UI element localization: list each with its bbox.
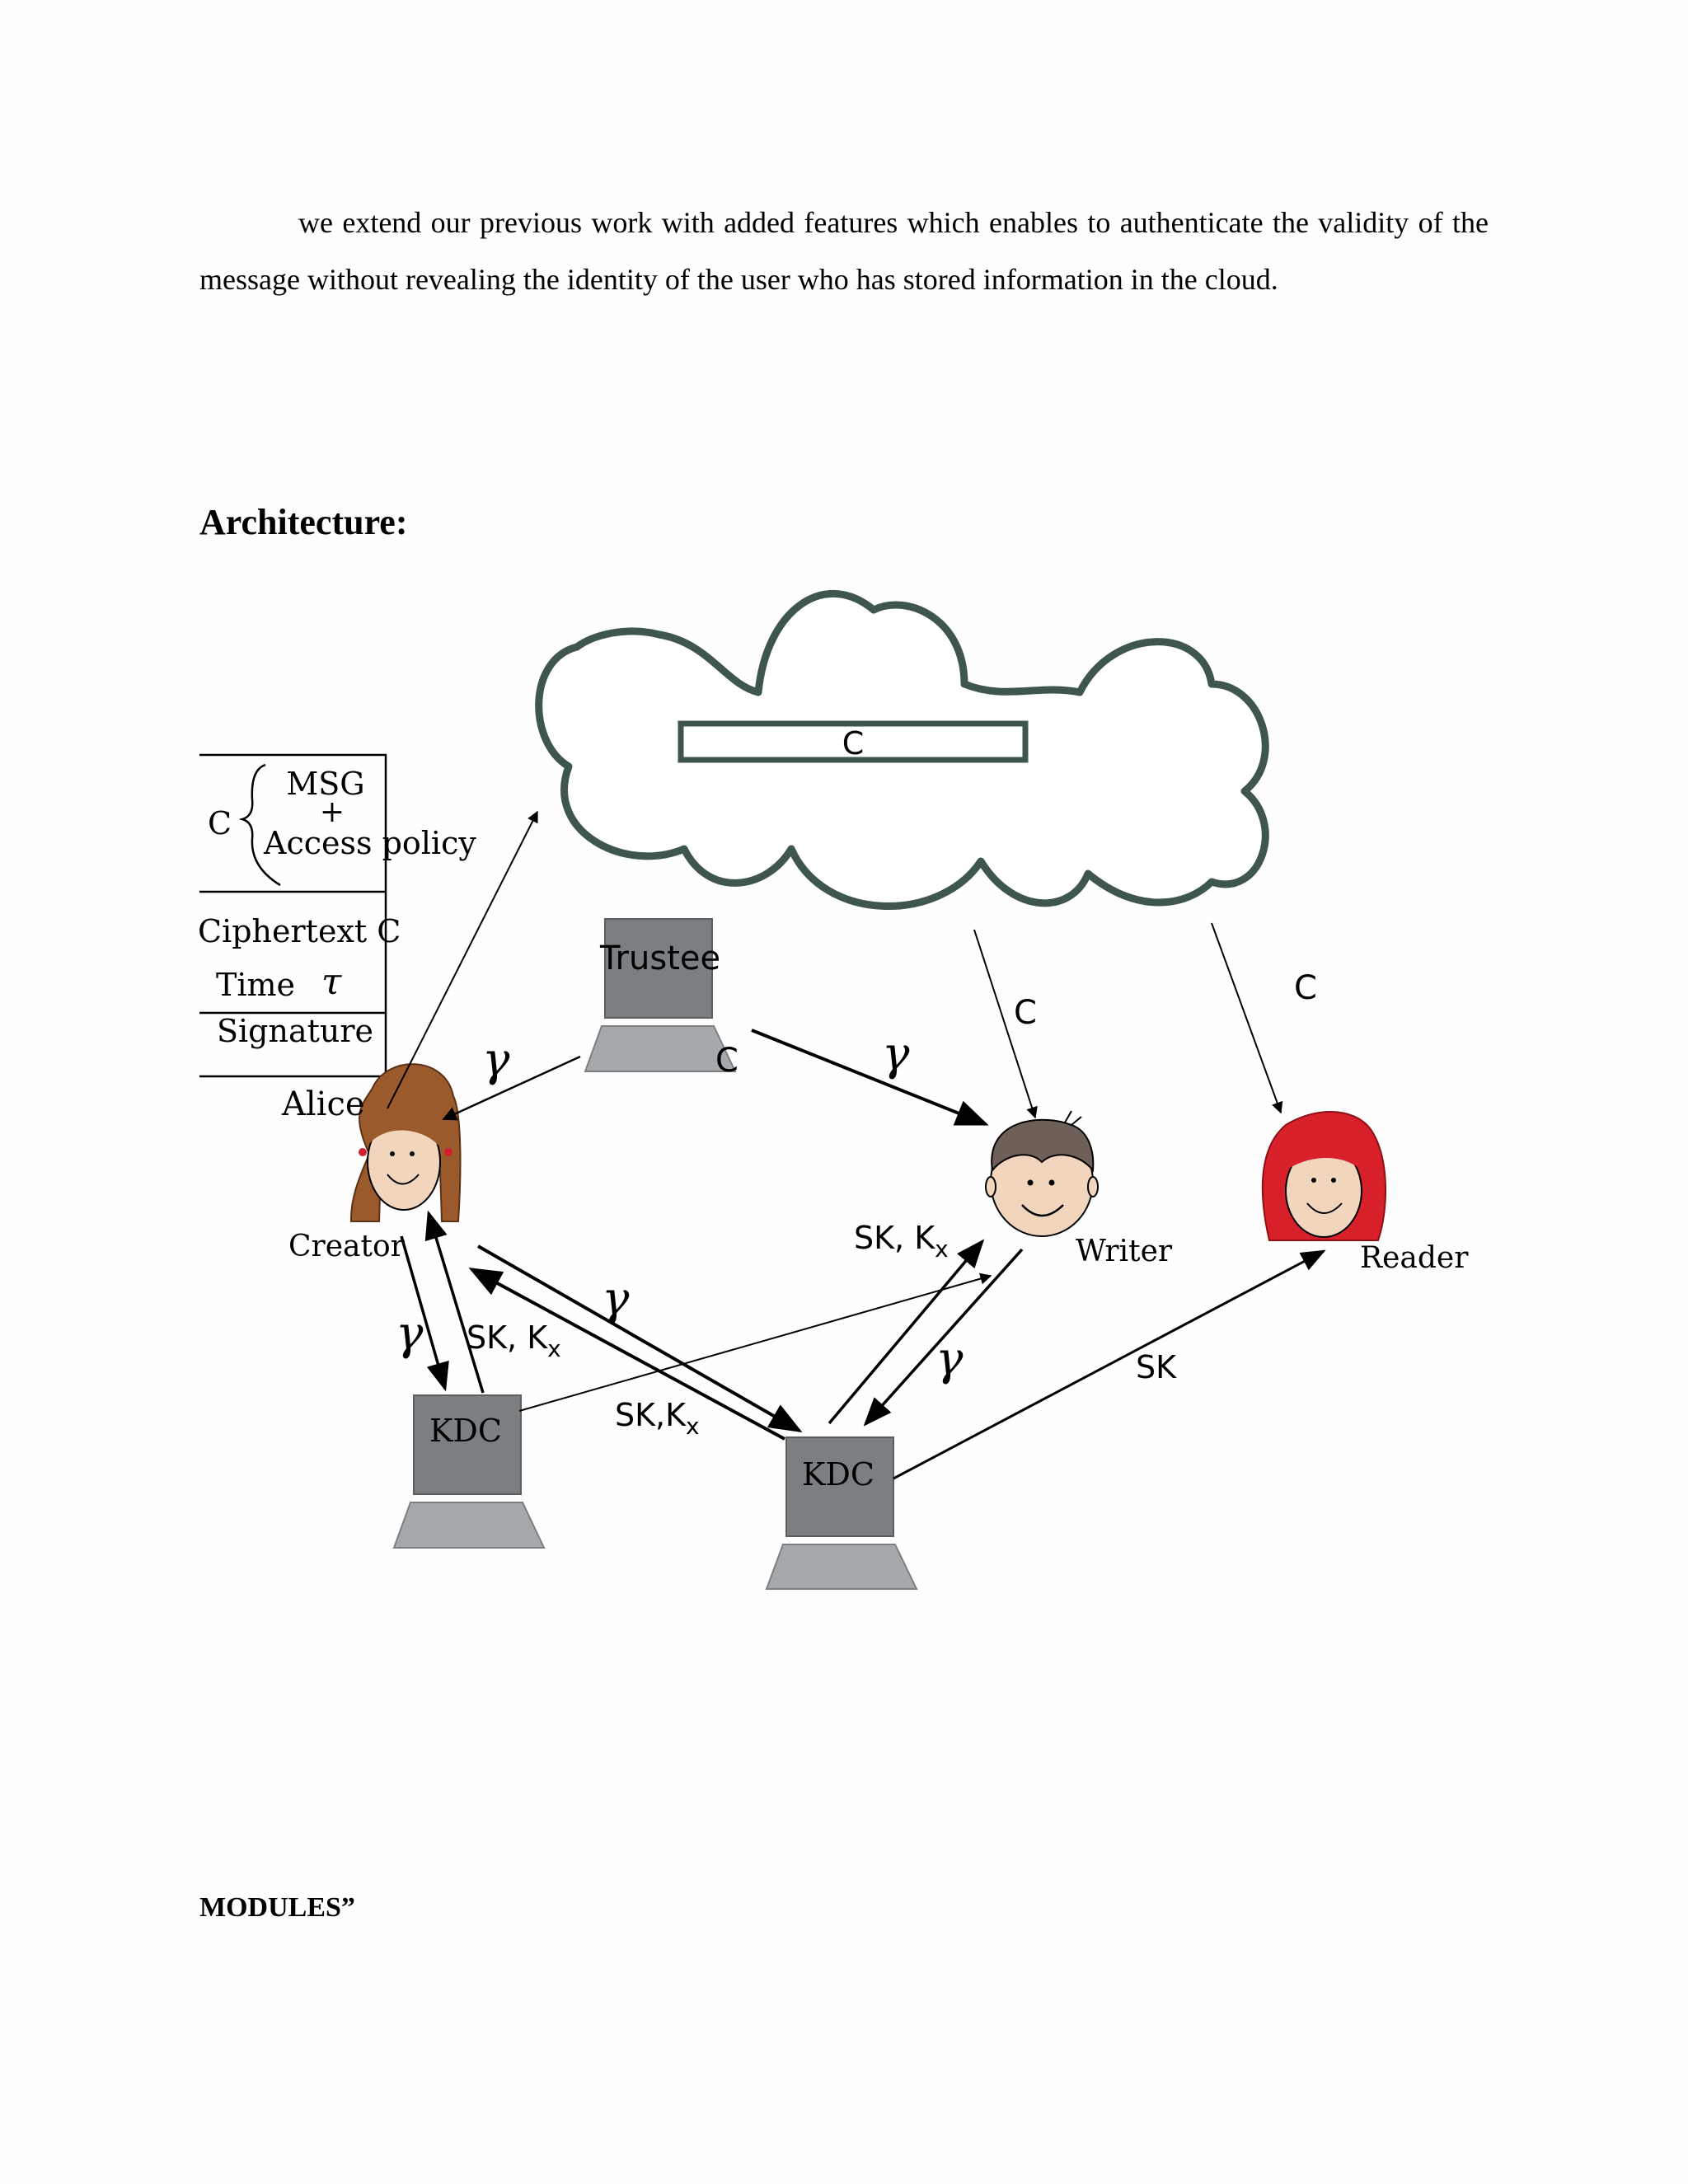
arrows (387, 812, 1324, 1479)
edge-label-sk-kx-left: SK, Kx (467, 1319, 561, 1362)
gamma-label-trustee-writer: γ (882, 1028, 910, 1081)
edge-label-sk-kx-middle: SK,Kx (615, 1397, 700, 1440)
gamma-label-alice-kdc: γ (396, 1307, 424, 1361)
table-signature: Signature (217, 1013, 373, 1049)
modules-heading: MODULES” (199, 1892, 355, 1924)
table-time-symbol: τ (321, 961, 342, 1003)
edge-label-sk-kx-writer: SK, Kx (854, 1220, 949, 1263)
gamma-label-alice-kdc2: γ (602, 1272, 630, 1326)
alice-face-icon (351, 1064, 461, 1221)
edge-label-c-writer: C (1014, 994, 1037, 1032)
table-plus: + (320, 795, 345, 829)
writer-label: Writer (1076, 1235, 1173, 1268)
kdc-left-label: KDC (429, 1413, 502, 1449)
trustee-c-label: C (715, 1042, 738, 1080)
alice-label: Alice (281, 1085, 365, 1123)
cloud-box-label: C (842, 725, 865, 762)
table-time: Time (216, 967, 295, 1003)
edge-label-c-reader: C (1294, 969, 1317, 1007)
reader-face-icon (1263, 1112, 1386, 1240)
creator-label: Creator (288, 1230, 406, 1263)
writer-face-icon (986, 1111, 1098, 1236)
gamma-label-writer-kdc: γ (935, 1333, 964, 1386)
reader-label: Reader (1360, 1241, 1469, 1275)
kdc-right-label: KDC (802, 1456, 874, 1493)
table-ciphertext: Ciphertext C (198, 913, 401, 949)
table-access-policy: Access policy (263, 825, 476, 861)
gamma-label-trustee-alice: γ (482, 1033, 510, 1087)
table-c-label: C (208, 805, 232, 841)
trustee-label: Trustee (599, 940, 720, 977)
edge-label-sk: SK (1136, 1349, 1177, 1385)
